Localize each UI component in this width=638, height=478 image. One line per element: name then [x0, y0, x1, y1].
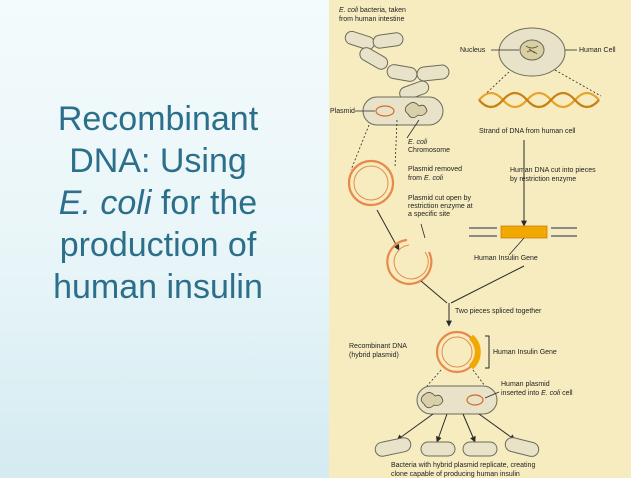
clone-bacteria — [374, 437, 540, 457]
cut-plasmid-ring — [386, 238, 433, 285]
label-human-dna-cut-2: by restriction enzyme — [510, 176, 576, 183]
insulin-gene-segment — [500, 225, 548, 239]
arrow-to-cut-plasmid — [376, 209, 400, 251]
ecoli-chromosome-shape — [404, 102, 428, 119]
label-strand-dna: Strand of DNA from human cell — [479, 128, 576, 135]
label-bacteria-title-line2: from human intestine — [339, 16, 404, 23]
slide-background — [0, 0, 338, 478]
human-cell — [498, 27, 566, 77]
bacteria-cluster — [344, 30, 450, 101]
title-line-5: human insulin — [53, 268, 263, 306]
bacterium-dotted-right — [394, 119, 398, 169]
recombinant-plasmid — [435, 330, 481, 374]
label-human-plasmid-1: Human plasmid — [501, 381, 550, 388]
plasmid-cut-leader — [420, 223, 426, 239]
bacterium-with-plasmid — [362, 96, 444, 126]
label-bottom-2: clone capable of producing human insulin — [391, 471, 520, 478]
label-plasmid: Plasmid — [330, 108, 355, 115]
converge-left — [420, 280, 448, 304]
title-line-3-rest: for the — [151, 184, 258, 222]
cell-to-dna-dotted-right — [554, 69, 602, 97]
label-recombinant-1: Recombinant DNA — [349, 343, 407, 350]
label-plasmid-removed-2: from E. coli — [408, 175, 443, 182]
title-line-3: E. coli for the — [8, 182, 308, 224]
label-plasmid-removed-1: Plasmid removed — [408, 166, 462, 173]
insert-dotted-left — [426, 369, 442, 387]
label-human-insulin-gene-2: Human Insulin Gene — [493, 349, 557, 356]
label-human-plasmid-2: inserted into E. coli cell — [501, 390, 573, 397]
plasmid-removed-ring — [347, 159, 395, 207]
title-line-4: production of — [59, 226, 257, 264]
label-recombinant-2: (hybrid plasmid) — [349, 352, 399, 359]
insulin-gene-bracket — [485, 335, 490, 369]
title-line-2: DNA: Using — [69, 142, 247, 180]
dna-helix — [478, 91, 600, 109]
label-bottom-1: Bacteria with hybrid plasmid replicate, … — [391, 462, 535, 469]
plasmid-small — [375, 105, 395, 117]
human-plasmid-leader — [484, 391, 500, 399]
bacterium-hybrid — [416, 385, 498, 415]
label-nucleus: Nucleus — [460, 47, 486, 54]
slide-title: Recombinant DNA: Using E. coli for the p… — [8, 98, 308, 308]
figure-diagram: E. coli bacteria, taken from human intes… — [330, 7, 616, 478]
nucleus-shape — [519, 39, 545, 61]
cell-to-dna-dotted-left — [478, 71, 510, 101]
label-human-dna-cut-1: Human DNA cut into pieces — [510, 167, 596, 174]
human-dna-fragments — [469, 225, 577, 239]
insulin-gene-insert — [468, 334, 481, 370]
label-ecoli-chromosome: E. coli — [408, 139, 428, 146]
converge-right — [450, 265, 525, 304]
bacterium-dotted-left — [350, 124, 370, 171]
label-plasmid-cut-3: a specific site — [408, 211, 450, 218]
label-two-pieces: Two pieces spliced together — [455, 308, 542, 315]
title-ecoli: E. coli — [58, 184, 152, 222]
insert-dotted-right — [472, 369, 486, 387]
clone-arrows — [396, 413, 516, 443]
recombinant-dna-figure: E. coli bacteria, taken from human intes… — [329, 0, 631, 478]
label-chromosome: Chromosome — [408, 147, 450, 154]
insulin-gene-leader — [508, 237, 525, 256]
label-bacteria-title: E. coli bacteria, taken — [339, 7, 406, 14]
label-plasmid-cut-2: restriction enzyme at — [408, 203, 473, 210]
chromosome-leader — [406, 119, 420, 139]
label-human-cell: Human Cell — [579, 47, 616, 54]
title-line-1: Recombinant — [57, 100, 259, 138]
label-plasmid-cut-1: Plasmid cut open by — [408, 195, 472, 202]
label-human-insulin-gene: Human Insulin Gene — [474, 255, 538, 262]
